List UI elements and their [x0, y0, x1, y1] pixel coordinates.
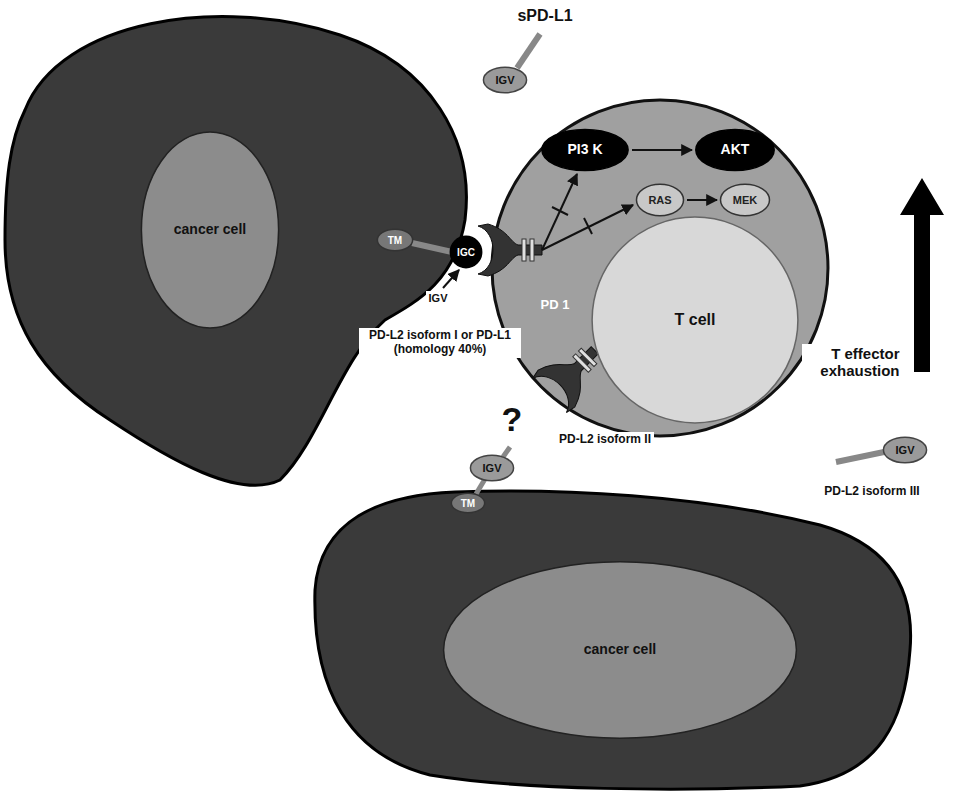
ligand-stalk	[476, 479, 485, 494]
signal-arrow	[687, 199, 717, 201]
pd1-receptor	[478, 224, 542, 276]
kinase-oval: AKT	[695, 129, 775, 171]
node-text-group: AKT	[721, 142, 750, 157]
node-label: AKT	[721, 142, 750, 157]
pointer-arrow	[443, 270, 459, 288]
domain-label: IGV	[426, 291, 451, 306]
node-shape	[883, 437, 926, 462]
node-text-group: TM	[388, 235, 402, 246]
node-text-group: IGV	[483, 462, 502, 474]
igv-domain: IGV	[883, 437, 927, 463]
node-text-group: PI3 K	[567, 142, 602, 157]
node-text-group: IGC	[457, 247, 475, 258]
node-shape	[542, 129, 628, 170]
node-text-group: cancer cell	[584, 642, 656, 657]
node-shape	[470, 455, 513, 480]
node-text-group: cancer cell	[174, 222, 246, 237]
signal-protein: MEK	[720, 184, 770, 216]
question-mark: ?	[499, 399, 526, 440]
signal-arrow	[632, 149, 692, 151]
node-shape	[636, 184, 683, 215]
cancer-cell-body	[315, 491, 911, 789]
igv-domain: IGV	[470, 455, 514, 481]
cell-nucleus: T cell	[590, 215, 800, 425]
ligand-label: PD-L2 isoform I or PD-L1 (homology 40%)	[359, 328, 521, 358]
node-label: TM	[388, 235, 402, 246]
signal-protein: RAS	[636, 184, 684, 216]
node-shape	[141, 132, 278, 328]
node-shape	[377, 229, 412, 251]
ligand-label: PD-L2 isoform II	[556, 432, 654, 448]
node-shape	[696, 129, 774, 170]
node-text-group: T cell	[675, 311, 716, 329]
node-label: PI3 K	[567, 142, 602, 157]
igv-domain: IGV	[483, 67, 527, 93]
node-shape	[721, 184, 770, 215]
node-text-group: MEK	[733, 194, 757, 206]
ligand-stalk	[412, 243, 452, 252]
node-label: cancer cell	[174, 222, 246, 237]
ligand-stalk	[836, 452, 884, 462]
node-label: IGV	[496, 74, 515, 86]
inhibition-line	[542, 174, 633, 250]
node-label: cancer cell	[584, 642, 656, 657]
node-shape	[451, 493, 484, 513]
kinase-oval: PI3 K	[541, 129, 629, 171]
ligand-stalk	[503, 447, 510, 457]
node-text-group: IGV	[896, 444, 915, 456]
node-text-group: IGV	[496, 74, 515, 86]
cell-nucleus: cancer cell	[140, 130, 280, 330]
node-label: MEK	[733, 194, 757, 206]
node-text-group: TM	[461, 498, 475, 509]
molecule-label: sPD-L1	[514, 6, 575, 26]
tm-domain: TM	[451, 493, 485, 513]
igc-domain: IGC	[450, 236, 482, 268]
node-label: T cell	[675, 311, 716, 329]
cancer-cell-body	[5, 17, 466, 486]
ligand-label: PD-L2 isoform III	[821, 484, 922, 500]
node-shape	[450, 236, 481, 267]
t-cell-body	[492, 100, 828, 436]
node-shape	[592, 217, 798, 423]
ligand-stalk	[517, 34, 540, 68]
node-shape	[444, 562, 797, 738]
receptor-label: PD 1	[538, 297, 573, 314]
effect-label: T effector exhaustion	[802, 344, 903, 381]
increase-arrow	[900, 178, 944, 372]
node-text-group: RAS	[648, 194, 671, 206]
node-label: IGC	[457, 247, 475, 258]
node-label: RAS	[648, 194, 671, 206]
node-shape	[483, 67, 526, 92]
node-label: IGV	[483, 462, 502, 474]
cell-nucleus: cancer cell	[440, 560, 800, 740]
tm-domain: TM	[377, 229, 413, 251]
node-label: TM	[461, 498, 475, 509]
node-label: IGV	[896, 444, 915, 456]
